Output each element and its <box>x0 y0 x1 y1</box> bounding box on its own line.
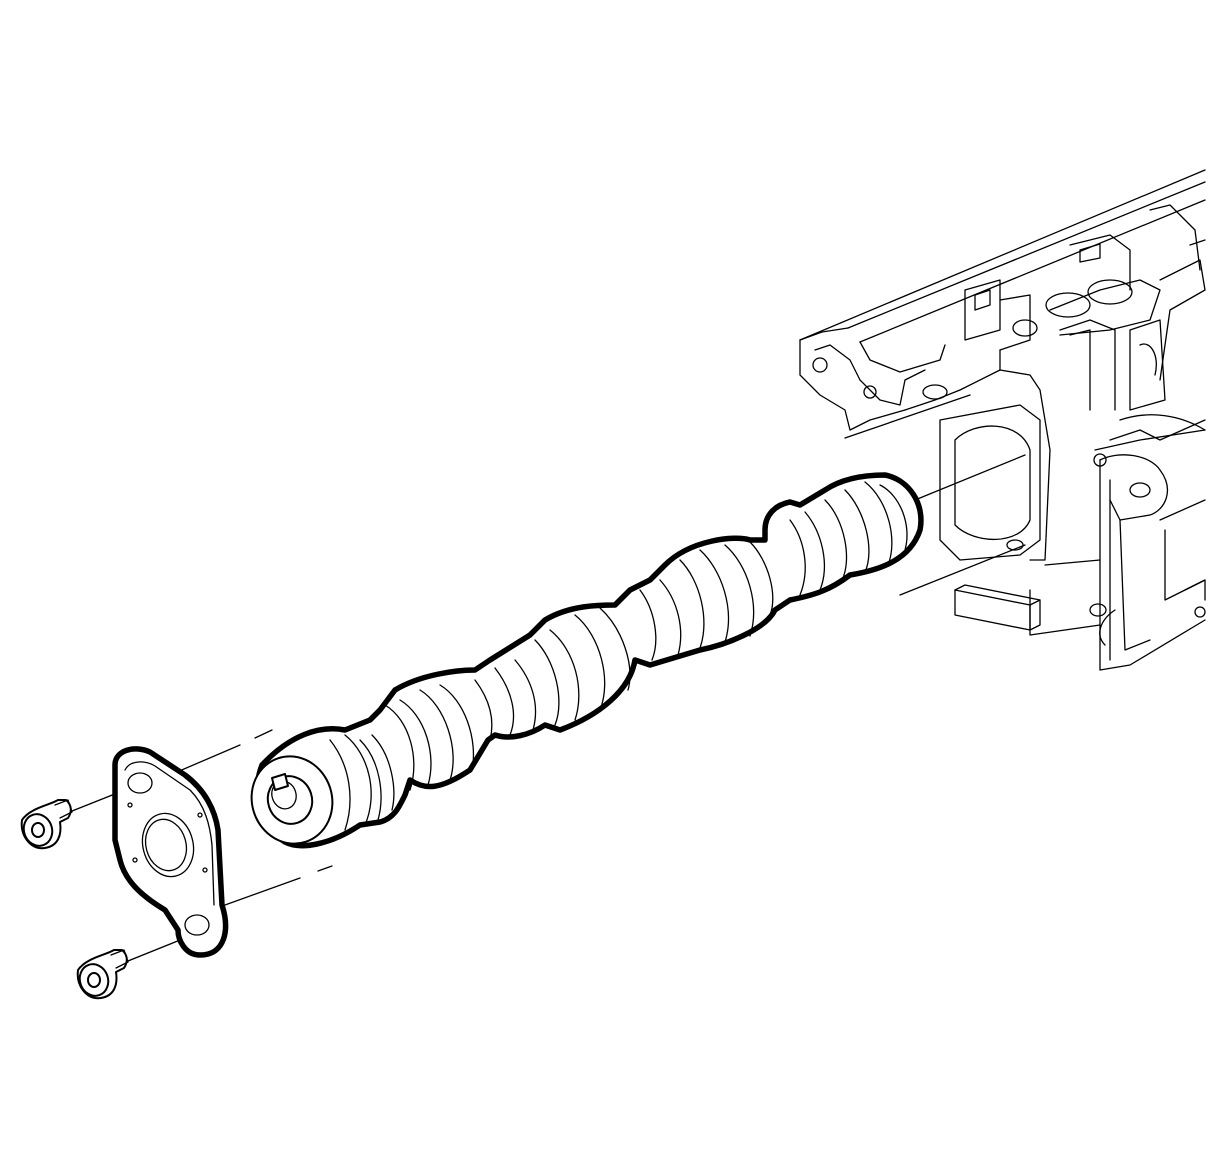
retainer-bolt-upper <box>20 799 73 850</box>
retainer-bolt-lower <box>76 949 129 1000</box>
camshaft <box>250 472 924 849</box>
engine-block <box>799 169 1206 671</box>
camshaft-retainer-plate <box>112 746 229 958</box>
